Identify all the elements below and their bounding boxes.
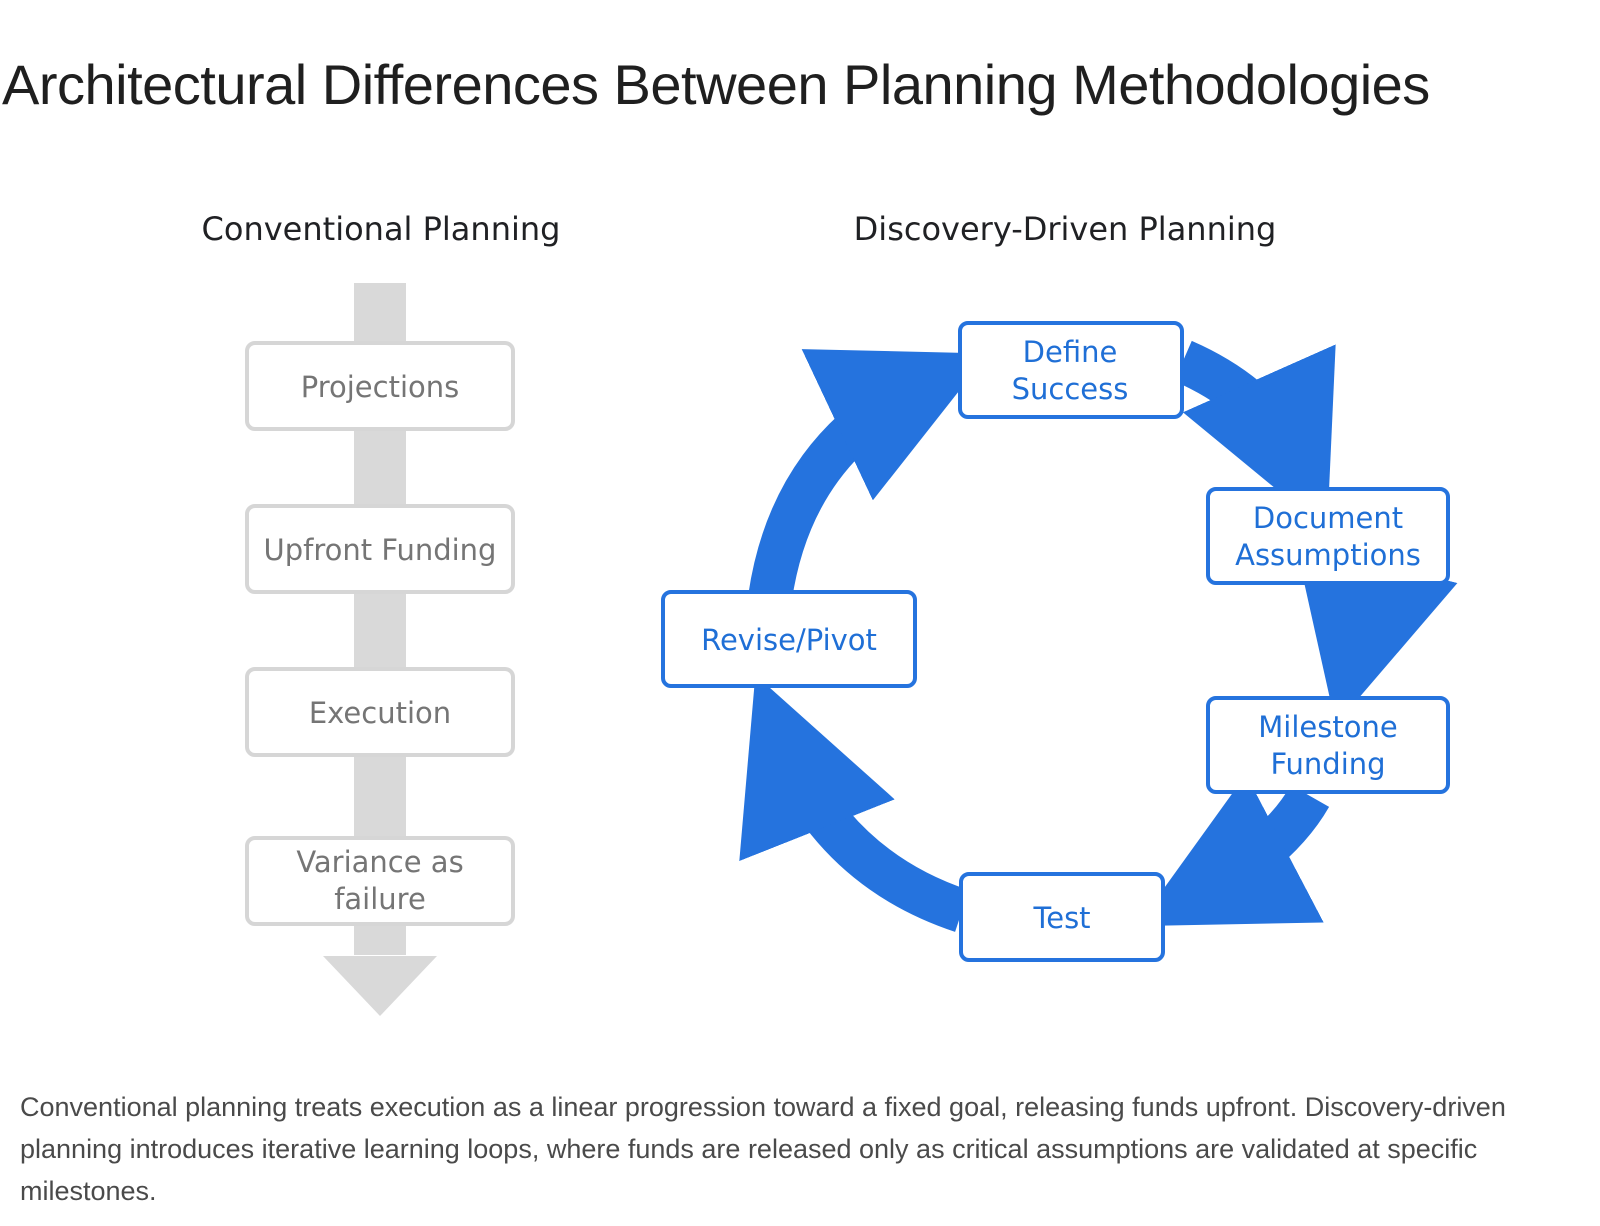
cycle-step-label-line-2: Funding	[1270, 747, 1385, 781]
conventional-step-execution: Execution	[245, 667, 515, 757]
cycle-step-define-success: Define Success	[958, 321, 1184, 419]
cycle-step-label-line-1: Milestone	[1258, 710, 1397, 744]
discovery-driven-planning-panel: Discovery-Driven Planning Define Success…	[661, 210, 1458, 962]
conventional-flow-arrowhead	[323, 956, 437, 1016]
cycle-step-label-line-2: Assumptions	[1235, 538, 1421, 572]
cycle-step-milestone-funding: Milestone Funding	[1206, 696, 1450, 794]
conventional-step-label-line-2: failure	[334, 882, 426, 916]
conventional-step-label: Projections	[301, 370, 460, 404]
discovery-planning-heading: Discovery-Driven Planning	[854, 210, 1277, 248]
cycle-step-label: Revise/Pivot	[701, 623, 877, 657]
cycle-arrow-test-to-revise	[739, 674, 970, 932]
cycle-step-label-line-1: Document	[1253, 501, 1403, 535]
conventional-step-upfront-funding: Upfront Funding	[245, 504, 515, 594]
cycle-step-label-line-1: Define	[1023, 335, 1118, 369]
cycle-step-test: Test	[959, 872, 1165, 962]
conventional-planning-panel: Conventional Planning Projections Upfron…	[202, 210, 561, 1016]
conventional-step-projections: Projections	[245, 341, 515, 431]
conventional-step-label: Upfront Funding	[264, 533, 497, 567]
conventional-step-label-line-1: Variance as	[296, 845, 463, 879]
cycle-step-document-assumptions: Document Assumptions	[1206, 487, 1450, 585]
diagram-caption: Conventional planning treats execution a…	[20, 1092, 1506, 1206]
page-title: Architectural Differences Between Planni…	[2, 53, 1430, 116]
cycle-step-label: Test	[1032, 901, 1090, 935]
cycle-step-label-line-2: Success	[1012, 372, 1129, 406]
conventional-planning-heading: Conventional Planning	[202, 210, 561, 248]
cycle-arrow-define-to-document	[1173, 340, 1336, 532]
conventional-step-label: Execution	[309, 696, 451, 730]
cycle-arrow-milestone-to-test	[1136, 774, 1330, 927]
conventional-step-variance-as-failure: Variance as failure	[245, 836, 515, 926]
cycle-step-revise-pivot: Revise/Pivot	[661, 590, 917, 688]
cycle-arrow-revise-to-define	[748, 349, 989, 602]
cycle-arrow-document-to-milestone	[1295, 542, 1458, 725]
